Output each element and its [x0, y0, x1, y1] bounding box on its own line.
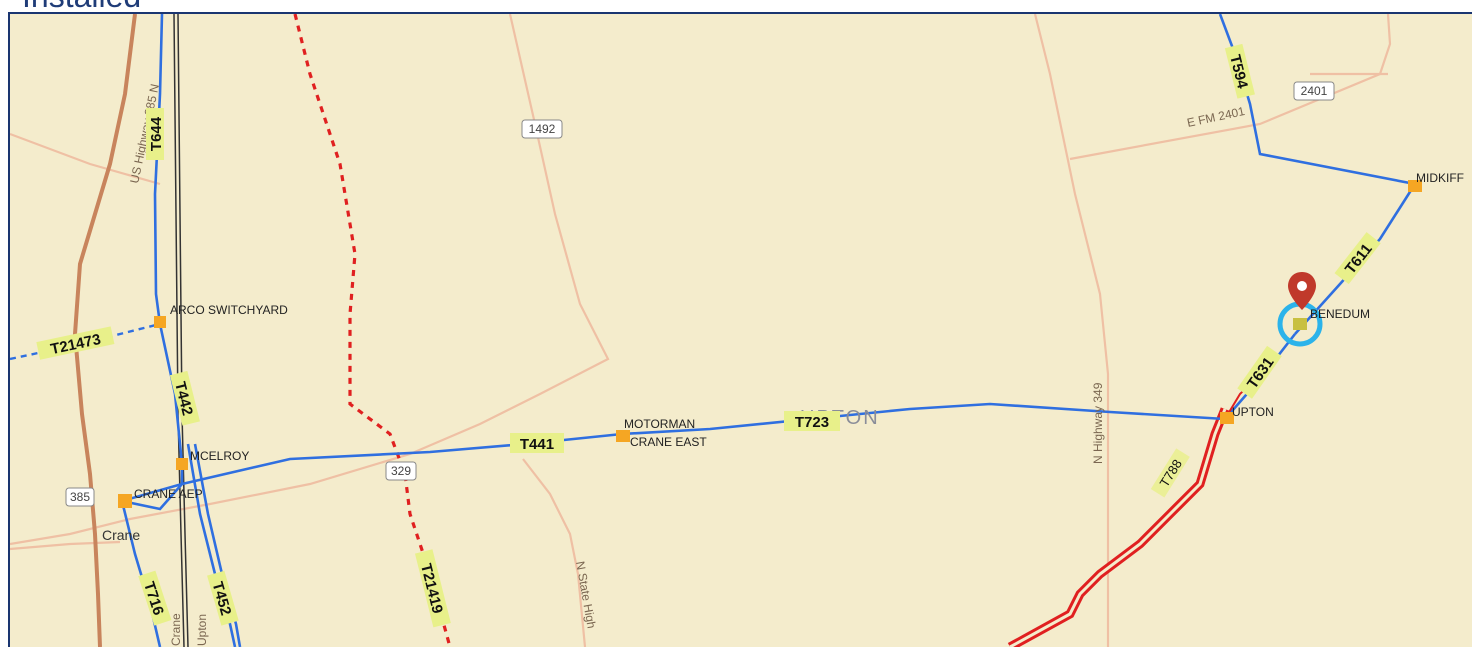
line-t441-label: T441 [510, 433, 564, 453]
minor-roads [10, 14, 1392, 647]
page-title: Installed [22, 0, 141, 12]
svg-text:T441: T441 [520, 436, 554, 453]
svg-text:385: 385 [70, 490, 90, 504]
substation-crane-aep-marker[interactable] [118, 494, 132, 508]
shield-1492: 1492 [521, 119, 563, 139]
map-canvas: 385 329 1492 2401 US Highway 385 N E FM … [10, 14, 1472, 647]
substation-mcelroy-marker[interactable] [176, 458, 188, 470]
road-upton-label: Upton [195, 614, 209, 646]
line-t788-path[interactable] [1007, 407, 1230, 647]
place-crane-label: Crane [102, 527, 140, 543]
shield-329: 329 [385, 461, 417, 481]
svg-text:2401: 2401 [1301, 84, 1328, 98]
substation-benedum-label: BENEDUM [1310, 307, 1370, 321]
substation-upton-marker[interactable] [1220, 412, 1234, 424]
line-t21419-path[interactable] [293, 14, 452, 647]
substation-midkiff-label: MIDKIFF [1416, 171, 1464, 185]
substation-arco-marker[interactable] [154, 316, 166, 328]
substation-upton-label: UPTON [1232, 405, 1274, 419]
substation-motorman-label: MOTORMAN [624, 417, 695, 431]
substation-crane-east-label: CRANE EAST [630, 435, 707, 449]
svg-text:T723: T723 [795, 414, 829, 431]
line-t442-path [158, 323, 184, 484]
substation-names: ARCO SWITCHYARD MCELROY CRANE AEP MOTORM… [134, 171, 1464, 501]
road-nhwy349-label: N Highway 349 [1091, 382, 1105, 464]
substations [118, 180, 1422, 508]
substation-motorman-marker[interactable] [616, 430, 630, 442]
line-t644-label: T644 [146, 108, 165, 160]
line-t723-path [621, 402, 1226, 436]
svg-text:1492: 1492 [529, 122, 556, 136]
svg-text:T644: T644 [148, 116, 165, 151]
line-t644-path [153, 14, 164, 325]
road-shields: 385 329 1492 2401 [65, 81, 1335, 507]
line-t594-path [1218, 14, 1416, 186]
road-crane-label: Crane [169, 613, 183, 646]
line-t723-label: T723 [784, 411, 840, 431]
map-view[interactable]: 385 329 1492 2401 US Highway 385 N E FM … [8, 12, 1472, 647]
map-background [10, 14, 1472, 647]
shield-385: 385 [65, 487, 95, 507]
substation-arco-label: ARCO SWITCHYARD [170, 303, 288, 317]
substation-crane-aep-label: CRANE AEP [134, 487, 203, 501]
svg-text:329: 329 [391, 464, 411, 478]
substation-mcelroy-label: MCELROY [190, 449, 249, 463]
location-pin-icon[interactable] [1288, 272, 1316, 310]
shield-2401: 2401 [1293, 81, 1335, 101]
substation-midkiff-marker[interactable] [1408, 180, 1422, 192]
line-t452-label: T452 [207, 570, 239, 626]
